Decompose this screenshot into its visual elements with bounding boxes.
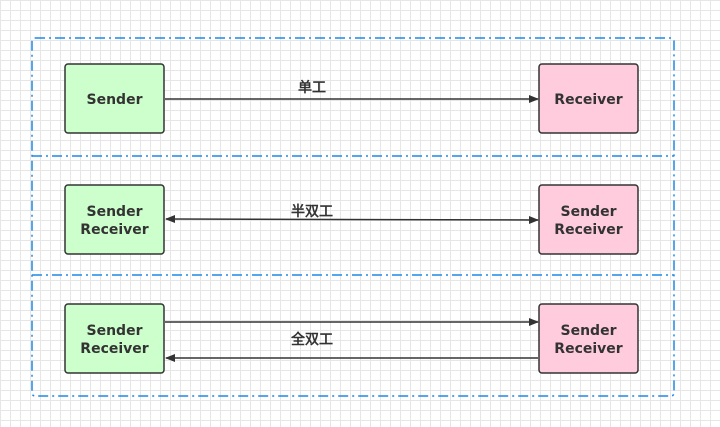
half-duplex-right-label-2: Receiver xyxy=(554,222,622,238)
row-half-duplex: Sender Receiver Sender Receiver 半双工 xyxy=(64,184,639,255)
receiver-node xyxy=(538,63,639,134)
half-duplex-left-label-2: Receiver xyxy=(80,222,148,238)
sender-node-label: Sender xyxy=(87,92,143,108)
receiver-node-label: Receiver xyxy=(554,92,622,108)
row-simplex: Sender Receiver 单工 xyxy=(64,63,639,134)
outer-frame xyxy=(31,37,675,397)
half-duplex-left-label: Sender xyxy=(87,204,143,220)
full-duplex-right-node xyxy=(538,303,639,374)
half-duplex-right-label: Sender xyxy=(561,204,617,220)
full-duplex-right-label-2: Receiver xyxy=(554,341,622,357)
full-duplex-right-label: Sender xyxy=(561,323,617,339)
full-duplex-label: 全双工 xyxy=(290,331,333,348)
half-duplex-label: 半双工 xyxy=(291,203,333,220)
full-duplex-left-node xyxy=(64,303,165,374)
half-duplex-arrow xyxy=(165,215,539,224)
simplex-label: 单工 xyxy=(298,79,326,96)
full-duplex-left-label-2: Receiver xyxy=(80,341,148,357)
sender-node xyxy=(64,63,165,134)
half-duplex-right-node xyxy=(538,184,639,255)
half-duplex-left-node xyxy=(64,184,165,255)
row-full-duplex: Sender Receiver Sender Receiver 全双工 xyxy=(64,303,639,374)
full-duplex-left-label: Sender xyxy=(87,323,143,339)
